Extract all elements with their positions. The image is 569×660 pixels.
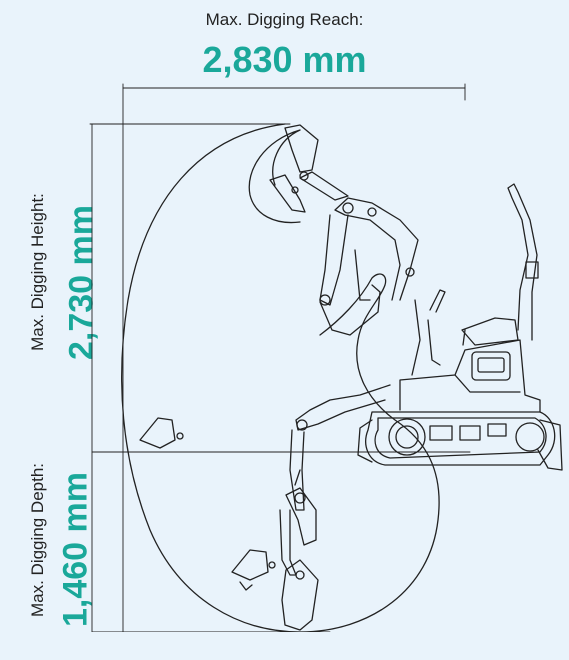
bucket-icon [284,124,319,173]
max-reach-label: Max. Digging Reach: [205,10,364,29]
bucket-icon [231,549,269,581]
dimension-lines [89,83,471,632]
inner-envelope [248,129,301,224]
excavator-illustration [139,124,563,631]
digging-range-diagram [89,83,563,632]
digging-envelope [121,123,440,632]
bucket-icon [139,417,176,449]
max-reach-value: 2,830 mm [202,39,367,80]
